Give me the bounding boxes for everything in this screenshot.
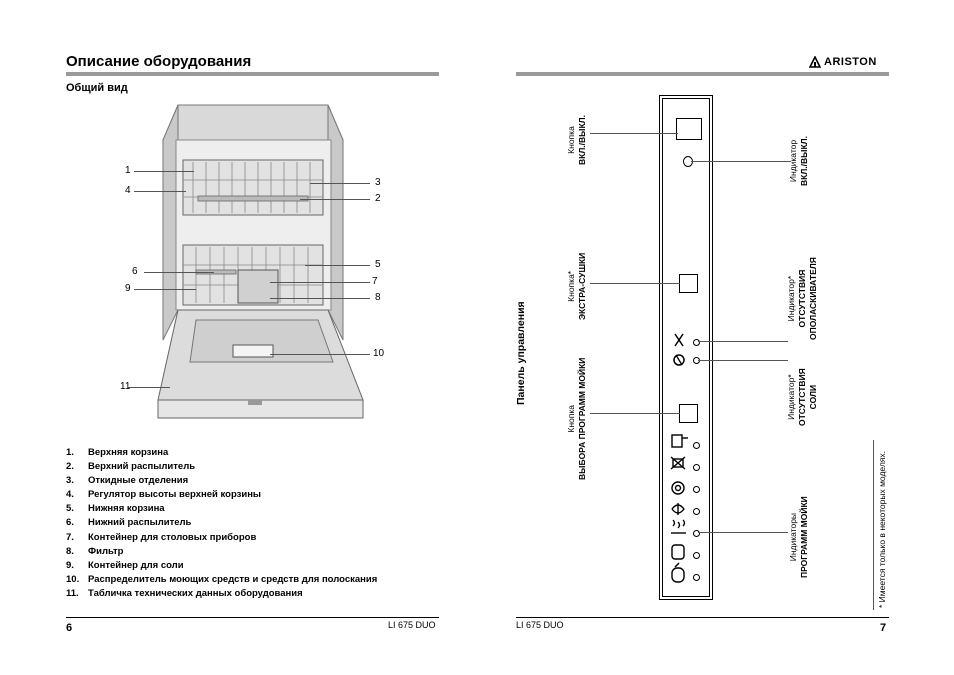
callout-line-2	[300, 199, 370, 200]
callout-5: 5	[375, 259, 381, 270]
callout-9: 9	[125, 283, 131, 294]
right-page-number: 7	[880, 622, 887, 634]
callout-line-6	[144, 272, 214, 273]
list-item: 8.Фильтр	[66, 545, 124, 557]
callout-line-3	[310, 183, 370, 184]
left-footer-rule	[66, 617, 439, 618]
callout-3: 3	[375, 177, 381, 188]
callout-line-9	[134, 289, 196, 290]
leader-programs	[698, 532, 788, 533]
callout-8: 8	[375, 292, 381, 303]
leader-rinse	[698, 341, 788, 342]
leader-onoff-button	[590, 133, 678, 134]
label-extra-dry-button: Кнопка*ЭКСТРА-СУШКИ	[566, 252, 587, 320]
leader-salt	[698, 360, 788, 361]
list-item: 4.Регулятор высоты верхней корзины	[66, 489, 262, 501]
program-light-2	[693, 464, 700, 471]
ariston-logo-icon	[809, 56, 821, 68]
leader-extra-dry	[590, 283, 680, 284]
callout-4: 4	[125, 185, 131, 196]
list-item: 2.Верхний распылитель	[66, 461, 196, 473]
program-light-5	[693, 530, 700, 537]
callout-2: 2	[375, 193, 381, 204]
leader-program-button	[590, 413, 680, 414]
callout-line-8	[270, 298, 370, 299]
leader-onoff-indicator	[691, 161, 791, 162]
list-item: 3.Откидные отделения	[66, 475, 189, 487]
list-item: 9.Контейнер для соли	[66, 559, 184, 571]
program-light-6	[693, 552, 700, 559]
dishwasher-illustration	[157, 104, 364, 419]
callout-6: 6	[132, 266, 138, 277]
salt-icon	[673, 354, 685, 366]
list-item: 11.Табличка технических данных оборудова…	[66, 587, 303, 599]
list-item: 5.Нижняя корзина	[66, 503, 165, 515]
callout-line-1	[134, 171, 194, 172]
program-light-1	[693, 442, 700, 449]
control-panel-title: Панель управления	[515, 301, 527, 405]
footnote-rule	[873, 440, 874, 610]
callout-line-11	[128, 387, 170, 388]
program-light-4	[693, 508, 700, 515]
left-page-heading: Описание оборудования	[66, 53, 252, 70]
footnote: * Имеется только в некоторых моделях.	[877, 450, 887, 608]
right-heading-rule	[516, 72, 889, 76]
right-model: LI 675 DUO	[516, 620, 564, 630]
list-item: 1.Верхняя корзина	[66, 447, 169, 458]
callout-line-10	[270, 354, 370, 355]
callout-line-4	[134, 191, 186, 192]
rinse-indicator-light	[693, 339, 700, 346]
ariston-logo: ARISTON	[809, 56, 877, 68]
program-light-7	[693, 574, 700, 581]
onoff-button[interactable]	[676, 118, 702, 140]
list-item: 7.Контейнер для столовых приборов	[66, 531, 257, 543]
list-item: 10.Распределитель моющих средств и средс…	[66, 573, 378, 585]
left-page-subheading: Общий вид	[66, 82, 128, 94]
callout-line-5	[305, 265, 370, 266]
rinse-aid-icon	[674, 333, 684, 347]
program-light-3	[693, 486, 700, 493]
callout-11: 11	[120, 381, 131, 392]
program-select-button[interactable]	[679, 404, 698, 423]
callout-1: 1	[125, 165, 131, 176]
left-heading-rule	[66, 72, 439, 76]
right-footer-rule	[516, 617, 889, 618]
callout-10: 10	[373, 348, 385, 359]
left-model: LI 675 DUO	[388, 620, 436, 630]
callout-line-7	[270, 282, 370, 283]
list-item: 6.Нижний распылитель	[66, 517, 192, 529]
control-panel	[659, 95, 713, 600]
left-page-number: 6	[66, 622, 73, 634]
program-icons	[670, 434, 688, 583]
parts-list: 1.Верхняя корзина 2.Верхний распылитель …	[66, 446, 377, 601]
extra-dry-button[interactable]	[679, 274, 698, 293]
callout-7: 7	[372, 276, 378, 287]
